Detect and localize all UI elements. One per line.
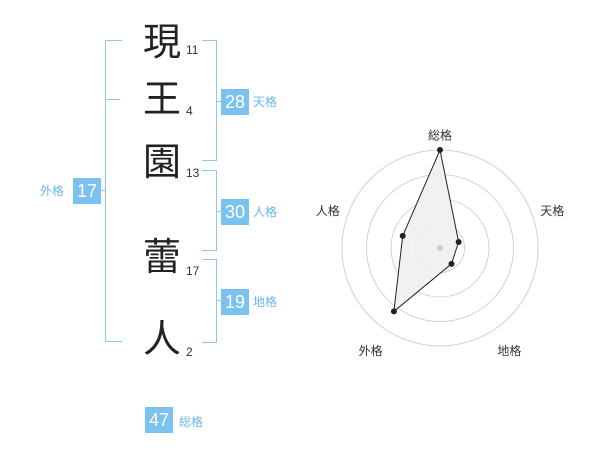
radar-axis-label-1: 総格 <box>428 128 452 143</box>
radar-axis-label-2: 天格 <box>540 203 564 218</box>
jinkaku-label: 人格 <box>253 205 278 219</box>
jinkaku-badge: 30 <box>221 199 249 225</box>
name-char-5: 人 <box>142 317 181 361</box>
gaikaku-bracket <box>105 40 122 342</box>
chikaku-bracket-connector <box>216 300 222 301</box>
name-char-4: 蕾 <box>142 235 181 279</box>
stroke-count-3: 13 <box>186 166 200 180</box>
tenkaku-bracket-connector <box>216 101 222 102</box>
tenkaku-bracket <box>202 40 217 161</box>
jinkaku-bracket-connector <box>216 211 222 212</box>
gaikaku-label: 外格 <box>40 184 65 198</box>
chikaku-bracket <box>202 259 217 343</box>
radar-points <box>390 147 462 315</box>
radar-point-3 <box>448 260 455 267</box>
gaikaku-badge: 17 <box>73 178 101 204</box>
name-char-3: 園 <box>142 140 181 184</box>
stroke-count-5: 2 <box>186 345 193 359</box>
radar-point-4 <box>390 308 397 315</box>
radar-axis-label-5: 人格 <box>316 203 340 218</box>
stroke-count-1: 11 <box>186 43 199 57</box>
gaikaku-bracket-tick <box>106 99 120 100</box>
radar-center <box>437 245 443 251</box>
chikaku-label: 地格 <box>253 295 278 309</box>
radar-point-2 <box>455 238 462 245</box>
name-char-1: 現 <box>142 20 181 64</box>
radar-point-5 <box>399 232 406 239</box>
gaikaku-bracket-connector <box>98 190 106 191</box>
radar-area <box>393 148 460 313</box>
stroke-count-4: 17 <box>186 264 200 278</box>
stroke-count-2: 4 <box>186 104 193 118</box>
soukaku-badge: 47 <box>145 407 173 433</box>
tenkaku-badge: 28 <box>221 89 249 115</box>
radar-axis-label-4: 外格 <box>359 343 383 358</box>
radar-axis-label-3: 地格 <box>497 343 521 358</box>
name-char-2: 王 <box>142 77 181 121</box>
radar-point-1 <box>437 147 443 153</box>
jinkaku-bracket <box>202 170 217 251</box>
soukaku-label: 総格 <box>179 415 204 429</box>
tenkaku-label: 天格 <box>253 95 278 109</box>
chikaku-badge: 19 <box>221 289 249 315</box>
